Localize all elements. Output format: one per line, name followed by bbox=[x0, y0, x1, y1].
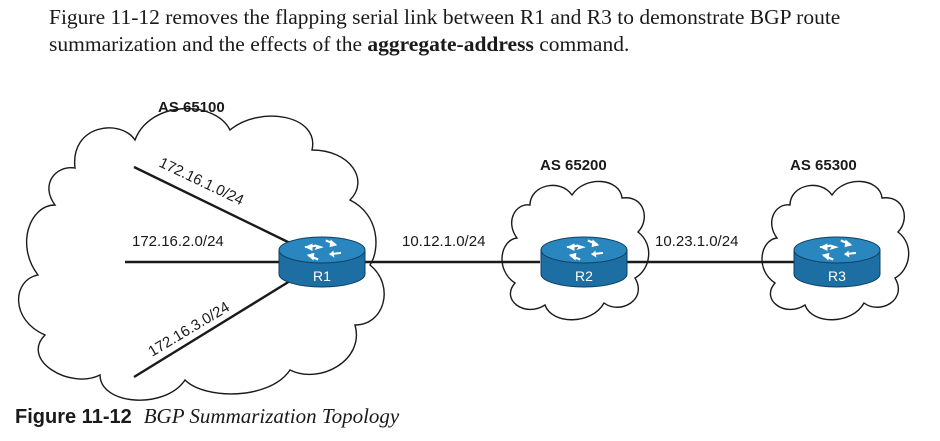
router-label-r1: R1 bbox=[313, 268, 331, 284]
intro-paragraph: Figure 11-12 removes the flapping serial… bbox=[49, 4, 939, 58]
intro-line-2-start: summarization and the effects of the bbox=[49, 32, 368, 56]
router-r3[interactable]: R3 bbox=[793, 236, 881, 288]
link-label-10-12-1: 10.12.1.0/24 bbox=[402, 233, 485, 250]
figure-title: BGP Summarization Topology bbox=[143, 404, 400, 428]
router-label-r2: R2 bbox=[575, 268, 593, 284]
network-label-172-16-2: 172.16.2.0/24 bbox=[132, 233, 224, 250]
router-label-r3: R3 bbox=[828, 268, 846, 284]
network-line-172-16-3 bbox=[133, 279, 291, 379]
router-r1[interactable]: R1 bbox=[278, 236, 366, 288]
intro-line-2: summarization and the effects of the agg… bbox=[49, 31, 939, 58]
intro-line-1: Figure 11-12 removes the flapping serial… bbox=[49, 5, 841, 29]
figure-caption: Figure 11-12 BGP Summarization Topology bbox=[15, 404, 399, 429]
as-label-65200: AS 65200 bbox=[540, 157, 607, 174]
figure-number: Figure 11-12 bbox=[15, 406, 132, 428]
network-line-172-16-1 bbox=[133, 165, 291, 245]
as-label-65300: AS 65300 bbox=[790, 157, 857, 174]
link-label-10-23-1: 10.23.1.0/24 bbox=[655, 233, 738, 250]
intro-line-2-end: command. bbox=[533, 32, 630, 56]
as65100-cloud bbox=[17, 108, 385, 401]
aggregate-address-keyword: aggregate-address bbox=[367, 32, 534, 56]
as-label-65100: AS 65100 bbox=[158, 99, 225, 116]
router-r2[interactable]: R2 bbox=[540, 236, 628, 288]
